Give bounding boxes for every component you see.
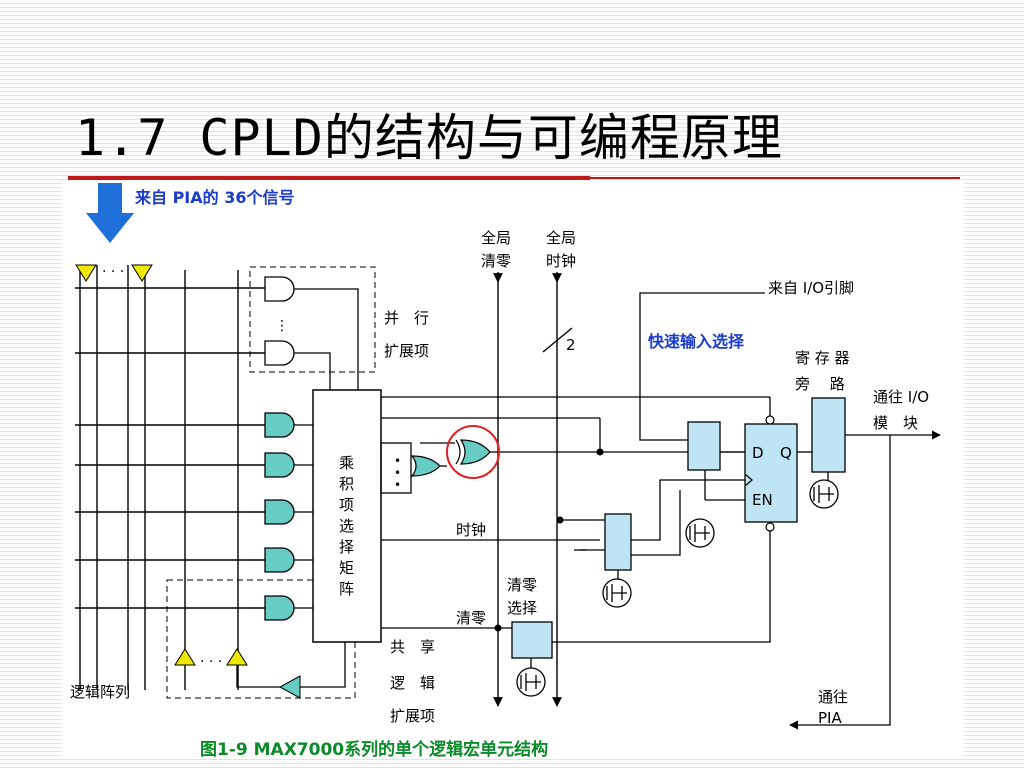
preset-bubble — [765, 415, 775, 425]
highlight-circle — [446, 425, 500, 479]
ellipsis-dots: . . . — [102, 260, 124, 276]
inverter-icon — [278, 675, 301, 699]
clock-label: 时钟 — [456, 521, 486, 539]
junction-dot — [494, 624, 502, 632]
clear-select-mux — [511, 621, 553, 659]
shared-expander-buffers: . . . — [174, 648, 301, 699]
bus-width-label: 2 — [566, 336, 576, 354]
expander-buffer-icon — [174, 648, 196, 666]
global-signal-lines — [493, 272, 573, 707]
to-pia-label-1: 通往 — [818, 688, 848, 706]
title-underline-thin — [590, 177, 960, 179]
clock-triangle-icon — [744, 473, 753, 487]
junction-dot — [596, 448, 604, 456]
xor-gate-icon — [459, 439, 491, 465]
slide-title: 1.7 CPLD的结构与可编程原理 — [75, 109, 783, 167]
from-io-pin-label: 来自 I/O引脚 — [768, 279, 854, 297]
parallel-expander-gates — [264, 276, 295, 366]
to-io-block-label-1: 通往 I/O — [873, 388, 929, 406]
clear-select-label-2: 选择 — [507, 599, 537, 617]
d-flip-flop — [744, 423, 798, 523]
figure-caption: 图1-9 MAX7000系列的单个逻辑宏单元结构 — [200, 740, 549, 760]
or-gate-icon — [410, 455, 441, 477]
logic-array-lines — [75, 265, 265, 690]
shared-expander-label-2: 逻 辑 — [390, 674, 435, 692]
ellipsis-dots: • — [394, 454, 401, 468]
gate-to-matrix-wires — [294, 424, 313, 609]
and-gate-icon — [264, 452, 295, 478]
input-buffers-top: . . . — [75, 260, 153, 282]
logic-array-label: 逻辑阵列 — [70, 683, 130, 701]
io-pin-wire — [639, 292, 765, 441]
and-gate-icon — [264, 412, 295, 438]
product-term-gates — [264, 412, 295, 621]
clear-mux-wires — [530, 531, 771, 668]
fast-input-mux — [687, 421, 721, 471]
pia-input-arrow-icon — [86, 183, 134, 243]
global-clock-label-1: 全局 — [546, 229, 576, 247]
global-clear-label-2: 清零 — [481, 252, 511, 270]
product-term-matrix — [312, 389, 382, 643]
and-gate-icon — [264, 276, 295, 302]
svg-text:阵: 阵 — [339, 580, 354, 598]
svg-text:择: 择 — [339, 538, 354, 556]
mux-wires — [704, 451, 745, 501]
fast-input-select-label: 快速输入选择 — [648, 332, 745, 351]
expander-buffer-icon — [226, 648, 248, 666]
parallel-expander-wires — [294, 288, 359, 392]
svg-text:项: 项 — [339, 496, 354, 514]
clear-select-label-1: 清零 — [507, 576, 537, 594]
ellipsis-dots: ⋮ — [275, 318, 289, 334]
eeprom-cell-icon — [516, 667, 546, 697]
svg-text:乘: 乘 — [339, 454, 354, 472]
global-clear-label-1: 全局 — [481, 229, 511, 247]
ff-q-label: Q — [780, 444, 792, 462]
shared-expander-label-3: 扩展项 — [390, 707, 435, 725]
global-clock-label-2: 时钟 — [546, 252, 576, 270]
input-buffer-icon — [75, 264, 97, 282]
clock-select-mux — [604, 513, 632, 571]
parallel-expander-box — [249, 266, 376, 373]
to-pia-label-2: PIA — [818, 709, 842, 727]
pia-input-label: 来自 PIA的 36个信号 — [134, 188, 294, 207]
register-bypass-mux — [811, 397, 846, 473]
parallel-expander-label-2: 扩展项 — [384, 342, 429, 360]
and-gate-icon — [264, 547, 295, 573]
clear-bubble — [765, 522, 775, 532]
shared-expander-label-1: 共 享 — [390, 638, 435, 656]
eeprom-cell-icon — [602, 578, 632, 608]
register-bypass-label-2: 旁 路 — [795, 375, 845, 393]
eeprom-cell-icon — [685, 518, 715, 548]
clear-label: 清零 — [456, 609, 486, 627]
clock-mux-wires — [560, 479, 745, 580]
programmable-cells — [516, 479, 839, 697]
eeprom-cell-icon — [809, 479, 839, 509]
svg-text:矩: 矩 — [339, 559, 354, 577]
input-buffer-icon — [131, 264, 153, 282]
parallel-expander-label-1: 并 行 — [384, 309, 429, 327]
ellipsis-dots: • — [394, 466, 401, 480]
and-gate-icon — [264, 595, 295, 621]
svg-text:选: 选 — [339, 517, 354, 535]
ellipsis-dots: • — [394, 478, 401, 492]
to-io-block-label-2: 模 块 — [873, 414, 918, 432]
xor-gate-arc — [455, 439, 461, 465]
shared-expander-wires — [236, 642, 346, 688]
register-bypass-label-1: 寄 存 器 — [795, 349, 850, 367]
and-gate-icon — [264, 340, 295, 366]
shared-expander-box — [166, 579, 356, 699]
ff-en-label: EN — [752, 491, 773, 509]
ellipsis-dots: . . . — [200, 650, 222, 666]
output-wires — [789, 430, 941, 730]
svg-text:积: 积 — [339, 475, 354, 493]
product-term-matrix-label: 乘 积 项 选 择 矩 阵 — [339, 454, 354, 598]
title-underline — [68, 176, 590, 180]
and-gate-icon — [264, 499, 295, 525]
ff-d-label: D — [752, 444, 764, 462]
